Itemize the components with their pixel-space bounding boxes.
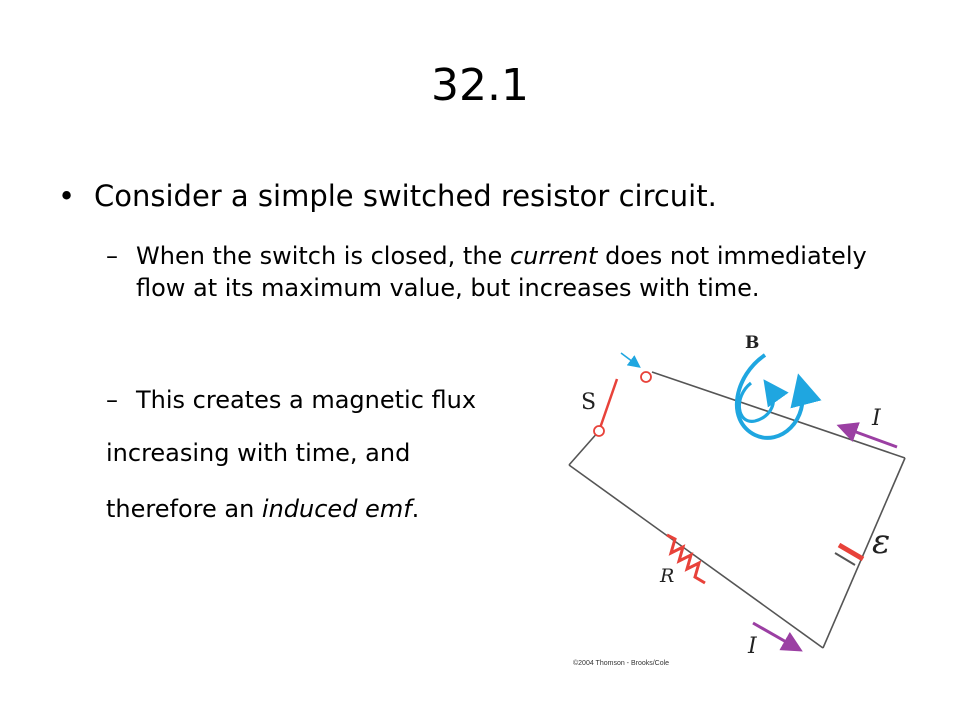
emphasis-induced-emf: induced emf xyxy=(261,495,412,523)
wire-top xyxy=(651,371,906,459)
text-fragment: When the switch is closed, the xyxy=(136,242,510,270)
continuation-line-2: therefore an induced emf. xyxy=(106,493,419,525)
switch-arrow xyxy=(620,352,641,368)
emphasis-current: current xyxy=(509,242,598,270)
continuation-line-1: increasing with time, and xyxy=(106,439,411,467)
label-switch: S xyxy=(581,390,597,415)
label-current-bottom: I xyxy=(748,634,757,659)
sub-bullet-flux-text: This creates a magnetic flux xyxy=(136,386,477,414)
wire-left xyxy=(568,430,600,466)
text-fragment: . xyxy=(411,495,420,523)
label-emf: ε xyxy=(872,522,891,562)
resistor xyxy=(666,533,706,585)
bullet-main-text: Consider a simple switched resistor circ… xyxy=(94,179,717,213)
current-arrow-bottom xyxy=(752,621,803,652)
label-magnetic-field: B xyxy=(745,333,760,353)
sub-bullet-current-text: When the switch is closed, the current d… xyxy=(136,240,886,304)
current-arrow-top xyxy=(836,422,898,449)
bullet-dot: • xyxy=(58,179,76,213)
text-fragment: therefore an xyxy=(106,495,262,523)
circuit-wires xyxy=(568,371,906,649)
text-fragment: does not immediately flow at its maximum… xyxy=(136,242,867,302)
circuit-diagram xyxy=(568,352,906,652)
magnetic-field-lines xyxy=(735,353,822,440)
wire-bottom xyxy=(568,464,824,649)
switch xyxy=(593,352,652,437)
switch-terminal-bottom xyxy=(593,425,605,437)
label-resistor: R xyxy=(660,565,675,587)
battery xyxy=(834,542,865,566)
sub-bullet-dash: – xyxy=(106,386,118,414)
slide-title: 32.1 xyxy=(431,60,529,111)
label-current-top: I xyxy=(872,406,881,431)
figure-credit: ©2004 Thomson - Brooks/Cole xyxy=(573,660,670,667)
switch-terminal-top xyxy=(640,371,652,383)
sub-bullet-dash: – xyxy=(106,242,118,270)
wire-right xyxy=(822,457,906,649)
